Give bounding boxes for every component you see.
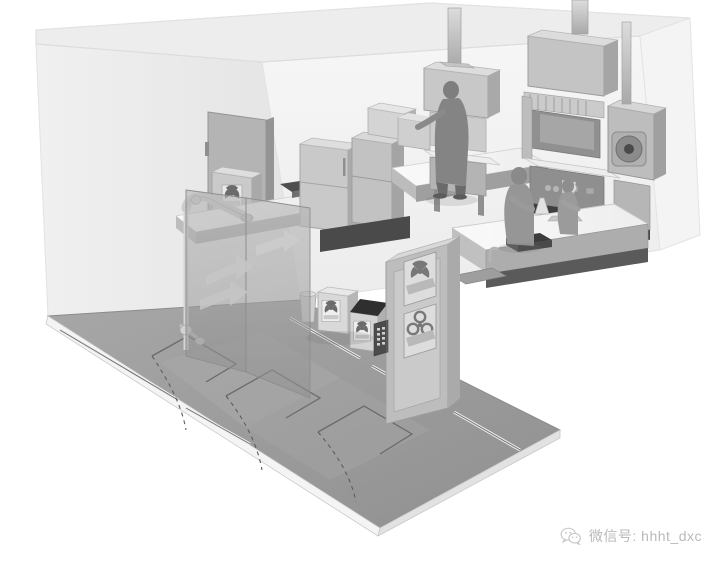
wechat-icon: [560, 527, 581, 545]
right-bench-front: [452, 228, 486, 272]
airflow-arrow-2: [200, 281, 248, 310]
fh-upper-front: [527, 35, 605, 97]
glass-partition-right: [245, 197, 311, 399]
door-swing-mid: [225, 395, 263, 471]
bench-sink: [451, 267, 507, 285]
fh-worktop: [523, 157, 621, 179]
refrigerator-left-door-split: [299, 181, 349, 189]
duct-1-collar: [438, 61, 476, 69]
worker-fume-hood: [415, 81, 469, 200]
door-frame-side: [448, 236, 460, 408]
door-controlled-entry: [373, 235, 461, 425]
keypad-panel: [373, 319, 389, 357]
bsc-leg-right: [478, 195, 484, 216]
refrigerator-left-handle: [343, 158, 346, 176]
sign-biohazard-textband: [406, 329, 436, 347]
bench-sink-tap: [488, 246, 500, 262]
dark-instrument-side: [518, 240, 552, 252]
right-bench-plinth: [486, 248, 648, 288]
wall-edge-top: [35, 2, 691, 31]
door-swing-left: [151, 355, 187, 431]
exhaust-duct-3: [621, 21, 632, 105]
door-swing-arcs: [151, 355, 357, 503]
fume-hood-large: [521, 0, 621, 224]
floor-zone-corridor: [246, 378, 430, 480]
exhaust-duct-1: [447, 7, 462, 67]
airflow-arrow-3: [256, 230, 300, 256]
floor-assembly: [45, 299, 562, 537]
door-swing-right: [317, 431, 357, 503]
gb-port-glove: [624, 144, 634, 154]
worker-bench-b: [557, 179, 581, 235]
sign-radiation: [403, 251, 437, 307]
label-bin-2: [353, 320, 371, 342]
bsc-hood-side: [488, 70, 500, 118]
fh-sash-inner: [540, 114, 594, 150]
refrigerator-right-front: [351, 137, 393, 229]
label-bin-1: [321, 300, 341, 322]
fh-upper-side: [604, 40, 618, 96]
flask: [534, 197, 550, 215]
people-group: [415, 81, 581, 246]
watermark: 微信号: hhht_dxc: [560, 526, 702, 546]
gb-side: [654, 108, 666, 180]
floor-slab-edge-right: [377, 429, 561, 537]
sign-biohazard: [403, 303, 437, 359]
partition-group: [185, 189, 448, 424]
worker-bench-a: [504, 167, 535, 246]
waste-bin-radioactive-2-lid: [350, 299, 388, 316]
airflow-arrow-1: [206, 254, 254, 286]
centre-bench-dark-plinth: [320, 216, 410, 252]
lead-shield-handle: [205, 142, 209, 156]
fh-side-panel: [521, 95, 533, 161]
watermark-text: 微信号: hhht_dxc: [588, 528, 702, 544]
glass-partition-far-right: [386, 244, 448, 424]
shadow-group: [306, 194, 542, 345]
sign-radiation-textband: [406, 277, 436, 295]
refrigerator-right-door-split: [351, 175, 393, 183]
exhaust-duct-2: [571, 0, 589, 35]
centre-bench-front: [392, 168, 416, 200]
wall-edge-inner: [35, 35, 641, 63]
